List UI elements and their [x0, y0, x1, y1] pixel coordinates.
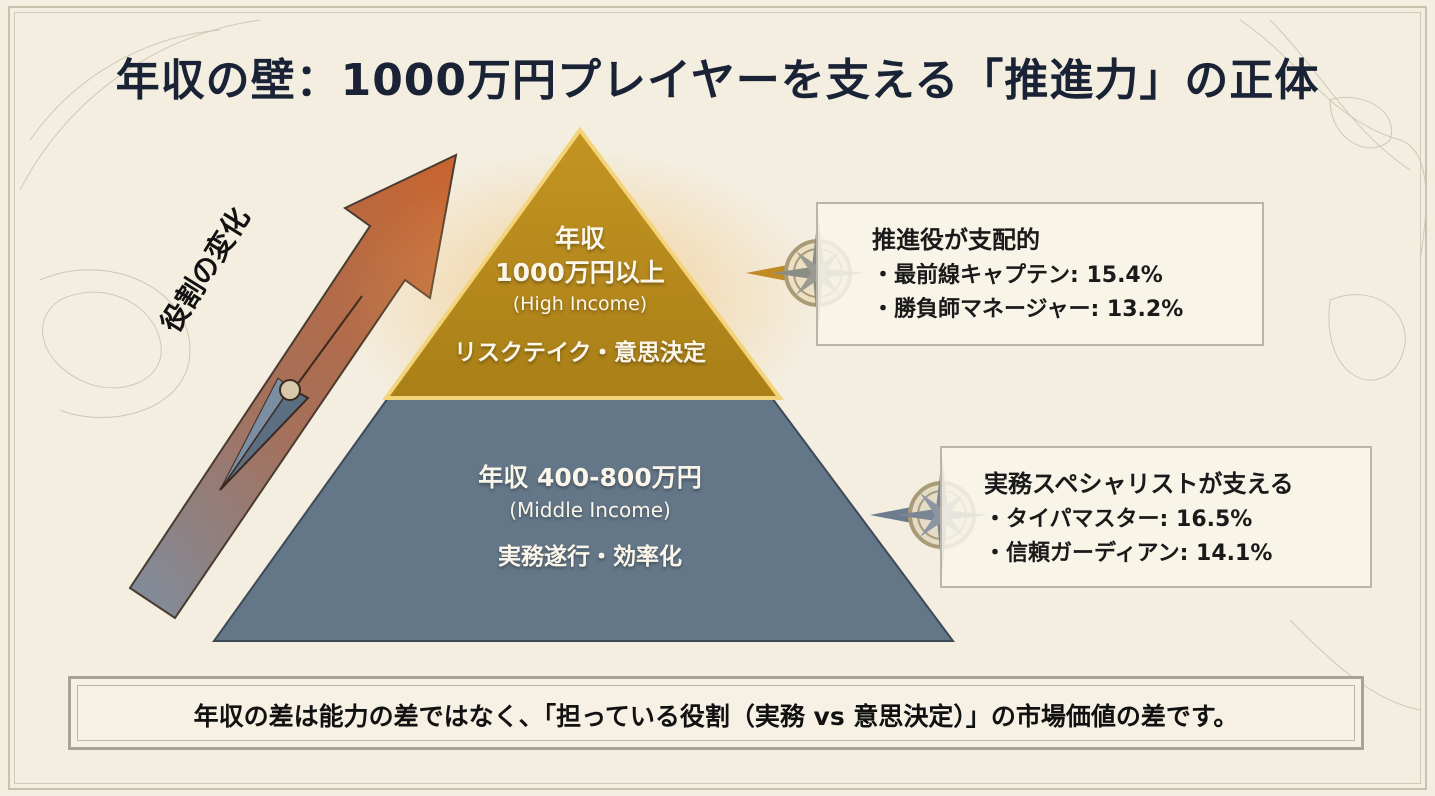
summary-banner: 年収の差は能力の差ではなく、「担っている役割（実務 vs 意思決定）」の市場価値… [68, 676, 1364, 750]
summary-text: 年収の差は能力の差ではなく、「担っている役割（実務 vs 意思決定）」の市場価値… [193, 702, 1239, 731]
top-tier-label: 年収 1000万円以上 (High Income) リスクテイク・意思決定 [410, 222, 750, 370]
callout-top: 推進役が支配的 ・最前線キャプテン: 15.4% ・勝負師マネージャー: 13.… [816, 202, 1264, 346]
callout-heading: 推進役が支配的 [872, 226, 1040, 254]
callout-item: ・勝負師マネージャー: 13.2% [872, 297, 1184, 322]
callout-item: ・タイパマスター: 16.5% [984, 507, 1253, 532]
page-title: 年収の壁：1000万円プレイヤーを支える「推進力」の正体 [115, 55, 1320, 106]
decorative-frame-outer [8, 6, 1427, 790]
middle-tier-label: 年収 400-800万円 (Middle Income) 実務遂行・効率化 [380, 460, 800, 574]
callout-heading: 実務スペシャリストが支える [984, 470, 1294, 498]
top-tier-line2: 1000万円以上 [495, 258, 665, 287]
callout-item: ・最前線キャプテン: 15.4% [872, 263, 1163, 288]
top-tier-line3: (High Income) [512, 293, 648, 315]
middle-tier-line3: 実務遂行・効率化 [498, 544, 682, 570]
topographic-lines [19, 19, 1427, 711]
callout-item: ・信頼ガーディアン: 14.1% [984, 541, 1273, 566]
middle-tier-line2: (Middle Income) [509, 498, 671, 522]
banner-inner-border [77, 685, 1355, 741]
top-tier-line4: リスクテイク・意思決定 [453, 340, 707, 366]
middle-tier-line1: 年収 400-800万円 [478, 463, 702, 492]
pyramid-top-tier [382, 126, 784, 400]
decorative-frame-inner [14, 12, 1421, 784]
callout-bottom: 実務スペシャリストが支える ・タイパマスター: 16.5% ・信頼ガーディアン:… [940, 446, 1372, 588]
top-tier-line1: 年収 [554, 224, 605, 253]
